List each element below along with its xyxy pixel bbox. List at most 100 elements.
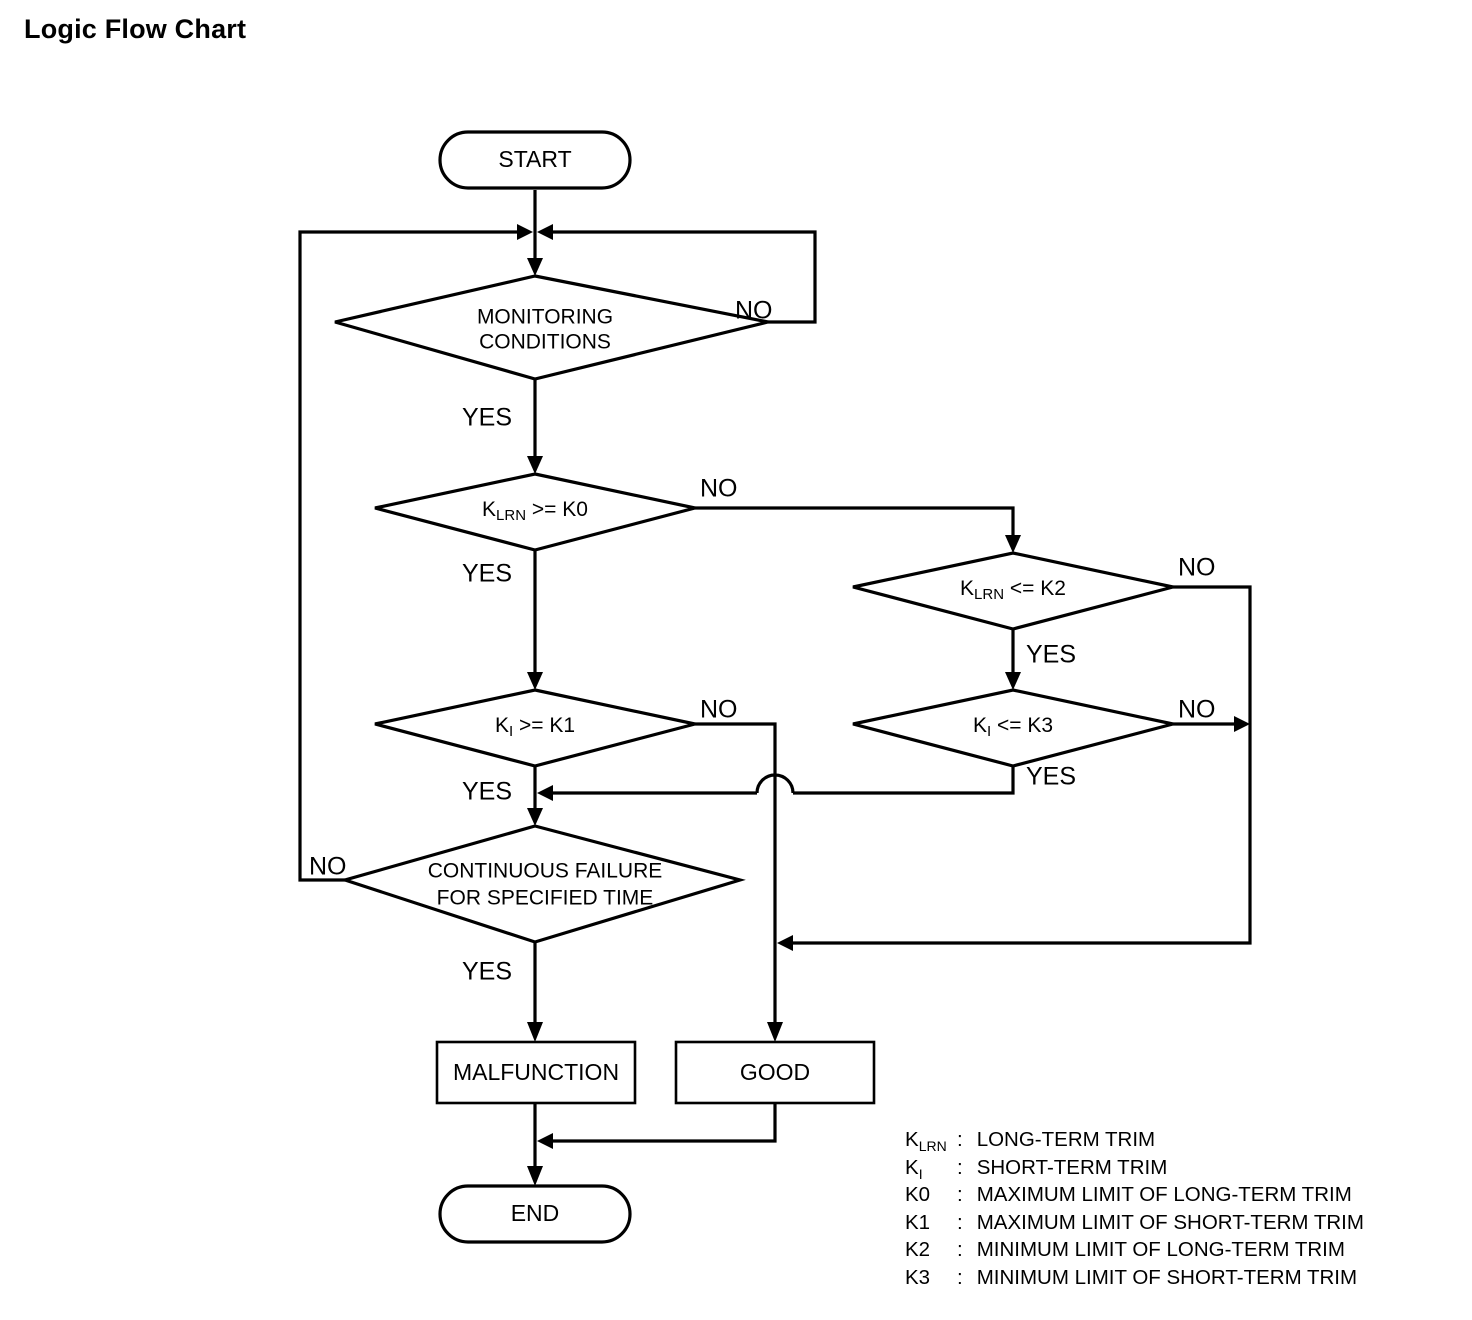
monitoring-label-line2: CONDITIONS bbox=[479, 331, 611, 354]
klrn-k0-suffix: >= K0 bbox=[526, 498, 588, 521]
legend-sep: : bbox=[957, 1128, 963, 1151]
edge-monitoring-no-loop bbox=[545, 230, 817, 324]
arrowhead-ki-k3-no-rail bbox=[1234, 716, 1250, 732]
label-klrn-k2-yes: YES bbox=[1026, 641, 1076, 669]
legend-key: K0 bbox=[905, 1181, 957, 1216]
legend-sep: : bbox=[957, 1238, 963, 1261]
label-monitoring-yes: YES bbox=[462, 404, 512, 432]
legend-sep: : bbox=[957, 1210, 963, 1234]
node-malfunction[interactable]: MALFUNCTION bbox=[435, 1040, 637, 1105]
edge-klrn-k0-no bbox=[695, 506, 1015, 545]
label-contfail-no: NO bbox=[309, 853, 347, 881]
arrowhead-klrn-k2-no-join bbox=[777, 935, 793, 951]
legend-row: KLRN:LONG-TERM TRIM bbox=[905, 1126, 1364, 1154]
ki-k1-sub: I bbox=[509, 723, 513, 740]
arrowhead-into-monitoring bbox=[527, 258, 543, 276]
label-ki-k3-yes: YES bbox=[1026, 763, 1076, 791]
edge-good-to-end bbox=[545, 1103, 777, 1143]
end-shape bbox=[438, 1184, 632, 1244]
legend-key: KLRN bbox=[905, 1126, 957, 1161]
node-good[interactable]: GOOD bbox=[674, 1040, 876, 1105]
edge-ki-k3-yes-linehop bbox=[755, 773, 795, 794]
monitoring-shape bbox=[334, 274, 769, 381]
node-end[interactable]: END bbox=[438, 1184, 632, 1244]
end-label: END bbox=[511, 1200, 560, 1226]
edge-ki-k3-yes-seg-right bbox=[793, 766, 1015, 795]
ki-k3-label: KI <= K3 bbox=[973, 714, 1053, 740]
arrowhead-into-klrn-k0 bbox=[527, 456, 543, 474]
legend-sep: : bbox=[957, 1155, 963, 1179]
node-ki-le-k3[interactable]: KI <= K3 bbox=[852, 688, 1174, 768]
label-contfail-yes: YES bbox=[462, 958, 512, 986]
legend-key: K2 bbox=[905, 1236, 957, 1271]
good-label: GOOD bbox=[740, 1059, 810, 1085]
arrowhead-into-good bbox=[767, 1022, 783, 1042]
arrowhead-into-contfail bbox=[527, 808, 543, 826]
legend-row: K3: MINIMUM LIMIT OF SHORT-TERM TRIM bbox=[905, 1264, 1364, 1292]
node-klrn-le-k2[interactable]: KLRN <= K2 bbox=[852, 551, 1174, 631]
legend-key-main: K0 bbox=[905, 1183, 931, 1206]
klrn-k0-prefix: K bbox=[482, 498, 496, 521]
contfail-label-line1: CONTINUOUS FAILURE bbox=[428, 860, 663, 883]
good-shape bbox=[674, 1040, 876, 1105]
legend-row: K2: MINIMUM LIMIT OF LONG-TERM TRIM bbox=[905, 1236, 1364, 1264]
monitoring-label-line1: MONITORING bbox=[477, 306, 613, 329]
malfunction-label: MALFUNCTION bbox=[453, 1059, 619, 1085]
legend-key-main: K2 bbox=[905, 1238, 931, 1261]
edge-klrn-k2-no bbox=[785, 585, 1252, 945]
node-ki-ge-k1[interactable]: KI >= K1 bbox=[374, 688, 696, 768]
legend: KLRN:LONG-TERM TRIM KI: SHORT-TERM TRIM K… bbox=[905, 1126, 1364, 1291]
ki-k3-suffix: <= K3 bbox=[991, 714, 1053, 737]
ki-k3-sub: I bbox=[987, 723, 991, 740]
label-klrn-k2-no: NO bbox=[1178, 554, 1216, 582]
node-start[interactable]: START bbox=[438, 130, 632, 190]
legend-row: K0: MAXIMUM LIMIT OF LONG-TERM TRIM bbox=[905, 1181, 1364, 1209]
legend-sep: : bbox=[957, 1183, 963, 1206]
arrowhead-into-end bbox=[527, 1166, 543, 1186]
node-monitoring-conditions[interactable]: MONITORING CONDITIONS bbox=[334, 274, 769, 381]
ki-k1-prefix: K bbox=[495, 714, 509, 737]
legend-key-main: K3 bbox=[905, 1265, 931, 1289]
ki-k3-prefix: K bbox=[973, 714, 987, 737]
start-label: START bbox=[498, 146, 571, 172]
klrn-k2-shape bbox=[852, 551, 1174, 631]
legend-key-sub: LRN bbox=[918, 1138, 947, 1155]
arrowhead-into-ki-k1 bbox=[527, 672, 543, 690]
klrn-k0-label: KLRN >= K0 bbox=[482, 498, 588, 524]
page-title: Logic Flow Chart bbox=[24, 14, 247, 44]
legend-row: K1:MAXIMUM LIMIT OF SHORT-TERM TRIM bbox=[905, 1209, 1364, 1237]
label-klrn-k0-yes: YES bbox=[462, 560, 512, 588]
legend-key: KI bbox=[905, 1154, 957, 1189]
ki-k1-label: KI >= K1 bbox=[495, 714, 575, 740]
arrowhead-good-join-end bbox=[537, 1133, 553, 1149]
arrowhead-into-malfunction bbox=[527, 1022, 543, 1042]
label-ki-k1-yes: YES bbox=[462, 778, 512, 806]
legend-text: SHORT-TERM TRIM bbox=[976, 1155, 1168, 1179]
klrn-k2-label: KLRN <= K2 bbox=[960, 577, 1066, 603]
ki-k1-shape bbox=[374, 688, 696, 768]
malfunction-shape bbox=[435, 1040, 637, 1105]
label-ki-k1-no: NO bbox=[700, 696, 738, 724]
arrowhead-into-klrn-k2 bbox=[1005, 535, 1021, 553]
node-continuous-failure[interactable]: CONTINUOUS FAILURE FOR SPECIFIED TIME bbox=[339, 824, 746, 944]
contfail-label-line2: FOR SPECIFIED TIME bbox=[437, 887, 654, 910]
node-klrn-ge-k0[interactable]: KLRN >= K0 bbox=[374, 472, 696, 552]
arrowhead-monitoring-no-merge bbox=[537, 224, 553, 240]
legend-text: MINIMUM LIMIT OF LONG-TERM TRIM bbox=[976, 1238, 1345, 1261]
legend-sep: : bbox=[957, 1265, 963, 1289]
contfail-shape bbox=[339, 824, 746, 944]
legend-text: MAXIMUM LIMIT OF SHORT-TERM TRIM bbox=[976, 1210, 1364, 1234]
legend-text: MAXIMUM LIMIT OF LONG-TERM TRIM bbox=[976, 1183, 1352, 1206]
klrn-k0-sub: LRN bbox=[496, 507, 526, 524]
label-ki-k3-no: NO bbox=[1178, 696, 1216, 724]
legend-key-sub: I bbox=[918, 1165, 923, 1182]
legend-key: K3 bbox=[905, 1264, 957, 1299]
arrowhead-contfail-no-merge bbox=[517, 224, 533, 240]
legend-row: KI:SHORT-TERM TRIM bbox=[905, 1154, 1364, 1182]
klrn-k2-prefix: K bbox=[960, 577, 974, 600]
ki-k1-suffix: >= K1 bbox=[513, 714, 575, 737]
edge-ki-k1-no bbox=[695, 722, 777, 1030]
legend-text: MINIMUM LIMIT OF SHORT-TERM TRIM bbox=[976, 1265, 1358, 1289]
edge-contfail-no-loop bbox=[298, 230, 525, 882]
